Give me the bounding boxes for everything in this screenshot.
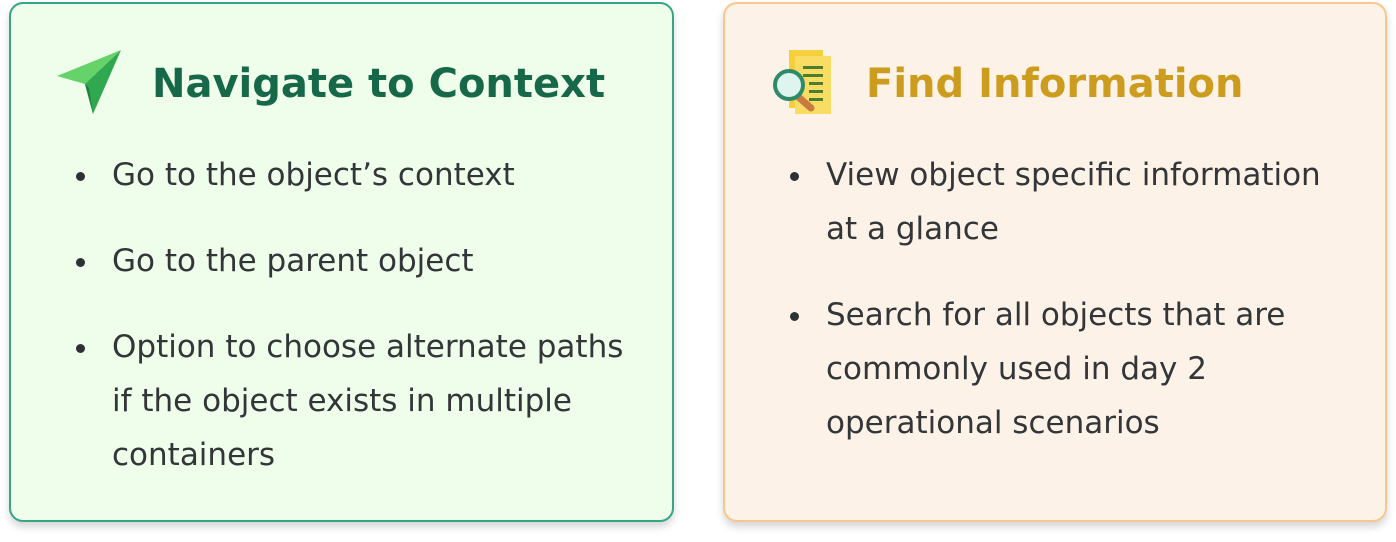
card-title: Find Information <box>866 61 1244 107</box>
bullet-item: Go to the object’s context <box>76 148 636 202</box>
card-title: Navigate to Context <box>152 61 606 107</box>
bullet-list: View object specific information at a gl… <box>790 148 1350 482</box>
navigate-to-context-card: Navigate to Context Go to the object’s c… <box>9 2 674 522</box>
paper-plane-icon <box>57 50 121 114</box>
bullet-item: View object specific information at a gl… <box>790 148 1350 256</box>
bullet-item: Option to choose alternate paths if the … <box>76 320 636 482</box>
bullet-item: Go to the parent object <box>76 234 636 288</box>
bullet-list: Go to the object’s context Go to the par… <box>76 148 636 514</box>
find-information-card: Find Information View object specific in… <box>723 2 1387 522</box>
bullet-item: Search for all objects that are commonly… <box>790 288 1350 450</box>
document-search-icon <box>773 50 831 114</box>
